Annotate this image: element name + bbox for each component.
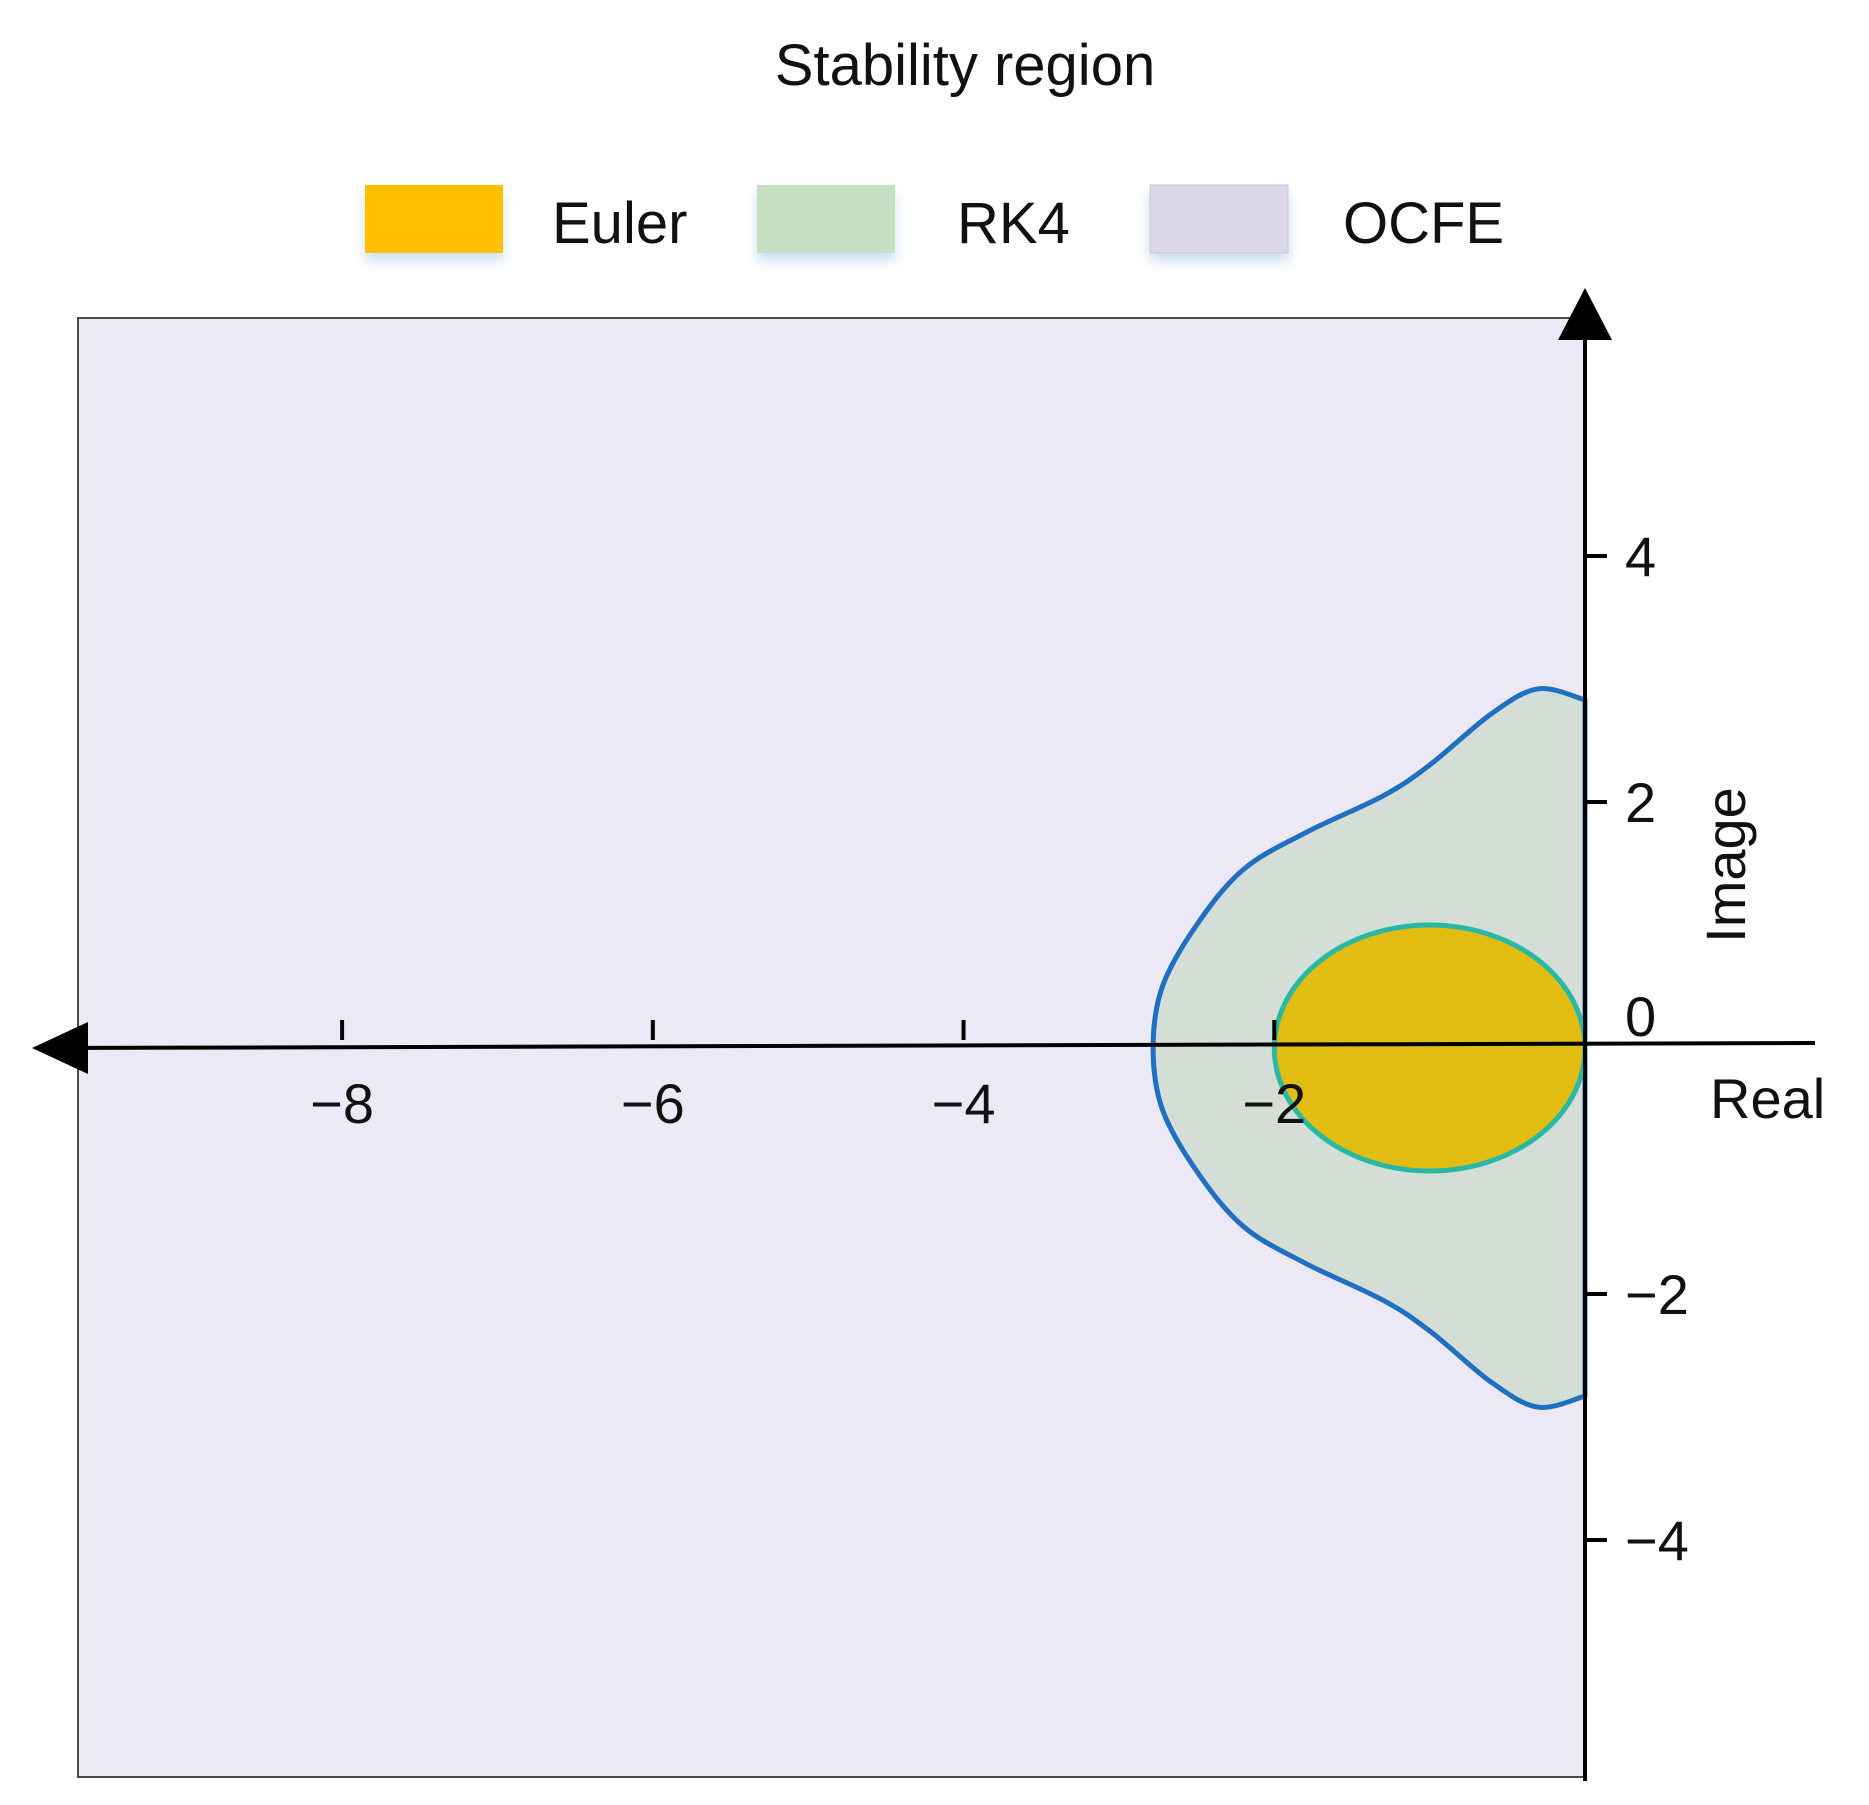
- legend-label-euler: Euler: [552, 191, 687, 256]
- y-tick-label: 0: [1625, 985, 1656, 1048]
- chart-title: Stability region: [775, 33, 1155, 98]
- x-ticks: −8 −6 −4 −2: [310, 1020, 1306, 1135]
- x-tick-label: −4: [932, 1072, 996, 1135]
- y-tick-label: −2: [1625, 1263, 1689, 1326]
- y-tick-label: 4: [1625, 525, 1656, 588]
- legend-item-ocfe: OCFE: [1149, 184, 1504, 256]
- legend-item-rk4: RK4: [757, 185, 1070, 256]
- x-axis-label: Real: [1710, 1067, 1825, 1130]
- plot-area: −8 −6 −4 −2 4 2 0 −2 −4 Real Image: [32, 288, 1825, 1781]
- y-tick-label: −4: [1625, 1509, 1689, 1572]
- legend-label-ocfe: OCFE: [1343, 191, 1504, 256]
- x-axis-arrow: [32, 1022, 88, 1074]
- y-axis-arrow: [1558, 288, 1612, 340]
- x-tick-label: −2: [1242, 1072, 1306, 1135]
- legend-label-rk4: RK4: [957, 191, 1070, 256]
- legend-swatch-rk4: [757, 185, 895, 253]
- legend: Euler RK4 OCFE: [365, 184, 1504, 256]
- y-tick-label: 2: [1625, 771, 1656, 834]
- legend-swatch-euler: [365, 185, 503, 253]
- x-tick-label: −8: [310, 1072, 374, 1135]
- legend-swatch-ocfe: [1149, 184, 1289, 254]
- euler-region: [1271, 922, 1588, 1174]
- y-axis-label: Image: [1694, 787, 1757, 943]
- legend-item-euler: Euler: [365, 185, 687, 256]
- y-ticks: 4 2 0 −2 −4: [1585, 525, 1689, 1572]
- x-axis-line: [59, 1041, 1816, 1050]
- x-tick-label: −6: [621, 1072, 685, 1135]
